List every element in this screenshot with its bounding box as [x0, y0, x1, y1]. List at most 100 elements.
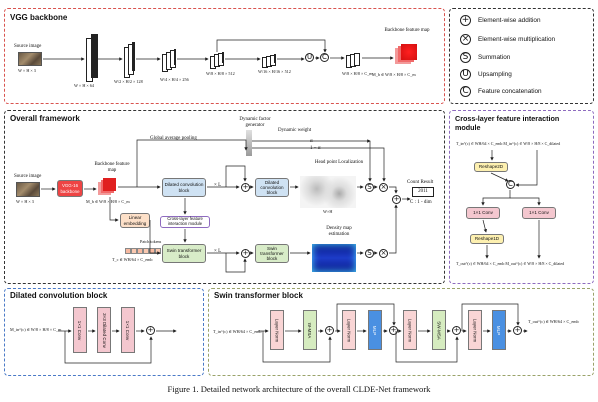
swin-wmsa: W-MSA — [303, 310, 317, 350]
dilated-conv-block-1: Dilated convolution block — [162, 178, 206, 197]
add-icon-swin: + — [241, 249, 250, 258]
vgg-backbone-panel — [4, 8, 445, 104]
vgg-upsampling-icon: U — [305, 53, 314, 62]
vgg-feature-map-label: Backbone feature map — [384, 28, 430, 33]
cross-conv-right: 1×1 Conv — [522, 207, 556, 219]
patch-tokens-label: Patch tokens — [140, 239, 162, 244]
dilated-repeat-label: × L — [214, 183, 222, 188]
times-circle-icon: × — [460, 34, 471, 45]
vgg-stage-2 — [124, 42, 135, 78]
vgg-stage-4-label: W/8 × H/8 × 512 — [206, 71, 235, 76]
vgg-feature-map — [395, 44, 417, 66]
swin-block-2: Swin transformer block — [255, 244, 289, 263]
add-icon-final: + — [392, 195, 401, 204]
vgg-stage-6 — [346, 53, 360, 68]
cross-layer-panel — [449, 110, 594, 284]
vgg-stage-3-label: W/4 × H/4 × 256 — [160, 77, 189, 82]
legend-label-upsampling: Upsampling — [478, 71, 512, 78]
swin-add-icon-2: + — [389, 326, 398, 335]
swin-add-icon-1: + — [325, 326, 334, 335]
swin-layernorm-4: Layer Norm — [468, 310, 482, 350]
vgg-panel-title: VGG backbone — [10, 13, 68, 22]
multiply-icon-2: × — [379, 249, 388, 258]
dilated-panel-title: Dilated convolution block — [10, 291, 108, 300]
one-minus-alpha-label: 1 − α — [310, 146, 321, 151]
cross-conv-left: 1×1 Conv — [466, 207, 500, 219]
vgg-stage-6-label: W/8 × H/8 × C_m — [342, 71, 373, 76]
swin-layernorm-2: Layer Norm — [342, 310, 356, 350]
overall-source-dims: W × H × 3 — [16, 199, 34, 204]
count-dims: C : 1 - dim — [410, 200, 432, 205]
dilated-conv-panel — [4, 288, 204, 376]
legend-label-concatenation: Feature concatenation — [478, 88, 542, 95]
upsampling-circle-icon: U — [460, 69, 471, 80]
dilated-conv-block-2: Dilated convolution block — [255, 178, 289, 197]
vgg-stage-4 — [210, 52, 224, 69]
cross-layer-top-dims: T_in^(c) ∈ WH/64 × C_emb M_in^(c) ∈ W/8 … — [456, 141, 561, 146]
swin-layernorm-1: Layer Norm — [270, 310, 284, 350]
alpha-label: α — [310, 139, 313, 144]
summation-icon-1: S — [365, 183, 374, 192]
count-result-label: Count Result — [407, 180, 434, 185]
cross-layer-module-block: Cross-layer feature interaction module — [160, 216, 210, 228]
swin-panel — [208, 288, 594, 376]
swin-output-dims: T_out^(c) ∈ WH/64 × C_emb — [528, 319, 579, 324]
dilated-conv-a: 1×1 Conv — [73, 307, 87, 353]
patch-tokens-strip — [125, 248, 161, 254]
summation-icon-2: S — [365, 249, 374, 258]
density-map — [312, 244, 356, 272]
backbone-map-dims: M_b ∈ W/8 × H/8 × C_m — [86, 199, 130, 204]
cross-layer-bottom-dims: T_out^(c) ∈ WH/64 × C_emb M_out^(c) ∈ W/… — [456, 261, 565, 266]
swin-swmsa: SW-MSA — [432, 310, 446, 350]
vgg-source-dims: W × H × 3 — [18, 68, 36, 73]
vgg-source-label: Source image — [14, 44, 42, 49]
legend-label-addition: Element-wise addition — [478, 17, 541, 24]
legend-label-multiplication: Element-wise multiplication — [478, 36, 556, 43]
backbone-map-label: Backbone feature map — [94, 162, 130, 173]
vgg-stage-2-label: W/2 × H/2 × 128 — [114, 79, 143, 84]
count-result-box: 2011 — [412, 187, 434, 197]
swin-add-icon-4: + — [513, 326, 522, 335]
patch-tokens-dims: T_c ∈ WH/64 × C_emb — [112, 257, 153, 262]
overall-framework-panel — [4, 110, 445, 284]
plus-circle-icon: + — [460, 15, 471, 26]
dynamic-factor-bar — [246, 130, 252, 156]
swin-mlp-1: MLP — [368, 310, 382, 350]
density-title: Density map estimation — [326, 226, 352, 237]
dilated-input-dims: M_in^(c) ∈ W/8 × H/8 × C_m — [10, 327, 62, 332]
dilated-add-icon: + — [146, 326, 155, 335]
swin-add-icon-3: + — [452, 326, 461, 335]
linear-embedding-block: Linear embedding — [120, 213, 150, 228]
figure-caption: Figure 1. Detailed network architecture … — [167, 384, 431, 394]
legend-panel — [449, 8, 594, 104]
backbone-feature-map — [98, 178, 116, 196]
head-point-dims: W×H — [323, 209, 333, 214]
vgg-stage-5-label: W/16 × H/16 × 512 — [258, 69, 291, 74]
vgg-concat-icon: C — [320, 53, 329, 62]
reshape1d-block: Reshape1D — [470, 234, 504, 244]
cross-layer-panel-title: Cross-layer feature interaction module — [455, 114, 560, 132]
swin-block-1: Swin transformer block — [162, 244, 206, 263]
vgg-source-image — [18, 52, 42, 66]
multiply-icon-1: × — [379, 183, 388, 192]
vgg-stage-5 — [262, 54, 276, 68]
head-point-title: Head point Localization — [314, 160, 364, 165]
swin-layernorm-3: Layer Norm — [403, 310, 417, 350]
cross-concat-icon: C — [506, 180, 515, 189]
vgg16-backbone-block: VGG-16 backbone — [57, 180, 83, 197]
sigma-circle-icon: S — [460, 52, 471, 63]
add-icon-dilated: + — [241, 183, 250, 192]
vgg-stage-3 — [162, 49, 176, 72]
swin-panel-title: Swin transformer block — [214, 291, 303, 300]
swin-input-dims: T_in^(c) ∈ WH/64 × C_emb — [213, 329, 262, 334]
vgg-stage-1-label: W × H × 64 — [74, 83, 94, 88]
dilated-conv-b: 3×3 Dilated Conv — [97, 307, 111, 353]
swin-repeat-label: × L — [214, 249, 222, 254]
gap-label: Global average pooling — [150, 136, 197, 141]
vgg-stage-1 — [86, 34, 98, 82]
overall-source-image — [16, 182, 40, 197]
dynamic-weight-label: Dynamic weight — [278, 128, 312, 133]
overall-panel-title: Overall framework — [10, 114, 80, 123]
concat-circle-icon: C — [460, 86, 471, 97]
